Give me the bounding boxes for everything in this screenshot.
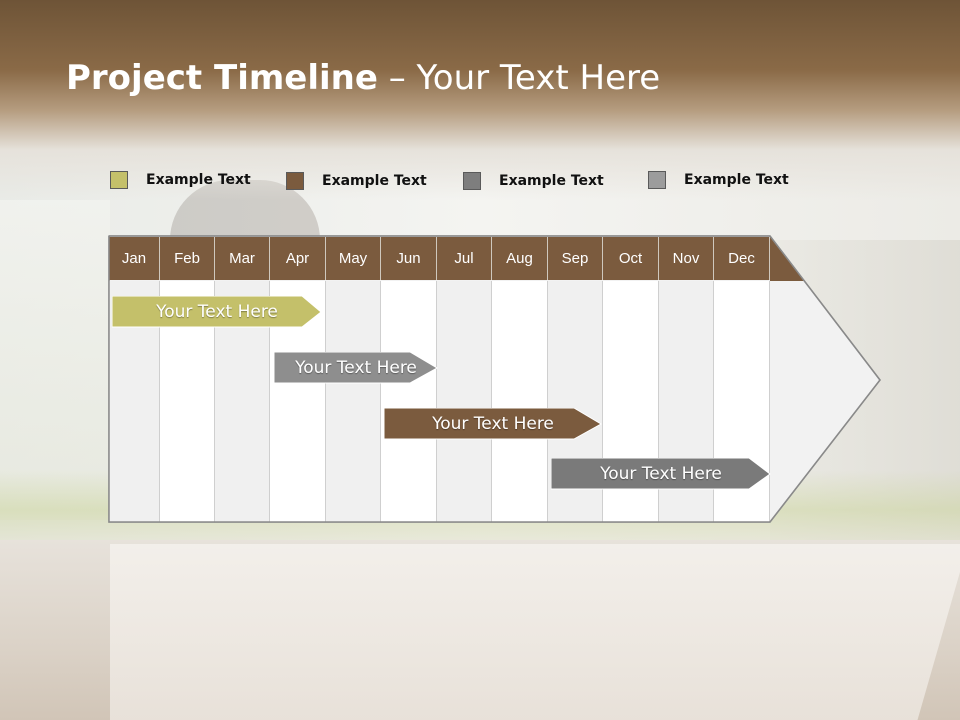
legend-swatch-1 (110, 171, 128, 189)
month-header-aug: Aug (492, 237, 548, 280)
slide-title: Project Timeline – Your Text Here (66, 58, 660, 98)
legend-swatch-3 (463, 172, 481, 190)
task-bar-1[interactable]: Your Text Here (112, 296, 322, 328)
legend-item-3: Example Text (463, 172, 604, 190)
month-header-jan: Jan (109, 237, 160, 280)
legend-swatch-4 (648, 171, 666, 189)
background-header-band (0, 0, 960, 200)
month-header-jun: Jun (381, 237, 437, 280)
legend-item-4: Example Text (648, 171, 789, 189)
legend-item-2: Example Text (286, 172, 427, 190)
legend-label-2: Example Text (322, 173, 427, 189)
legend-swatch-2 (286, 172, 304, 190)
month-header-mar: Mar (215, 237, 270, 280)
month-column-jul (437, 281, 492, 522)
task-bar-2-label: Your Text Here (295, 358, 417, 378)
task-bar-4-label: Your Text Here (600, 464, 722, 484)
month-header-apr: Apr (270, 237, 326, 280)
legend-item-1: Example Text (110, 171, 251, 189)
month-header-dec: Dec (714, 237, 770, 280)
month-header-may: May (326, 237, 381, 280)
month-header-jul: Jul (437, 237, 492, 280)
background-window (0, 200, 110, 520)
month-header-nov: Nov (659, 237, 714, 280)
legend-label-3: Example Text (499, 173, 604, 189)
month-header-oct: Oct (603, 237, 659, 280)
title-rest-text: – Your Text Here (377, 58, 661, 98)
background-desk (110, 544, 960, 720)
month-header-feb: Feb (160, 237, 215, 280)
month-column-aug (492, 281, 548, 522)
legend-label-1: Example Text (146, 172, 251, 188)
month-column-jun (381, 281, 437, 522)
task-bar-4[interactable]: Your Text Here (551, 458, 771, 490)
legend-label-4: Example Text (684, 172, 789, 188)
task-bar-3-label: Your Text Here (432, 414, 554, 434)
task-bar-1-label: Your Text Here (156, 302, 278, 322)
month-column-may (326, 281, 381, 522)
task-bar-2[interactable]: Your Text Here (274, 352, 438, 384)
month-header-sep: Sep (548, 237, 603, 280)
title-bold-text: Project Timeline (66, 58, 378, 98)
task-bar-3[interactable]: Your Text Here (384, 408, 602, 440)
